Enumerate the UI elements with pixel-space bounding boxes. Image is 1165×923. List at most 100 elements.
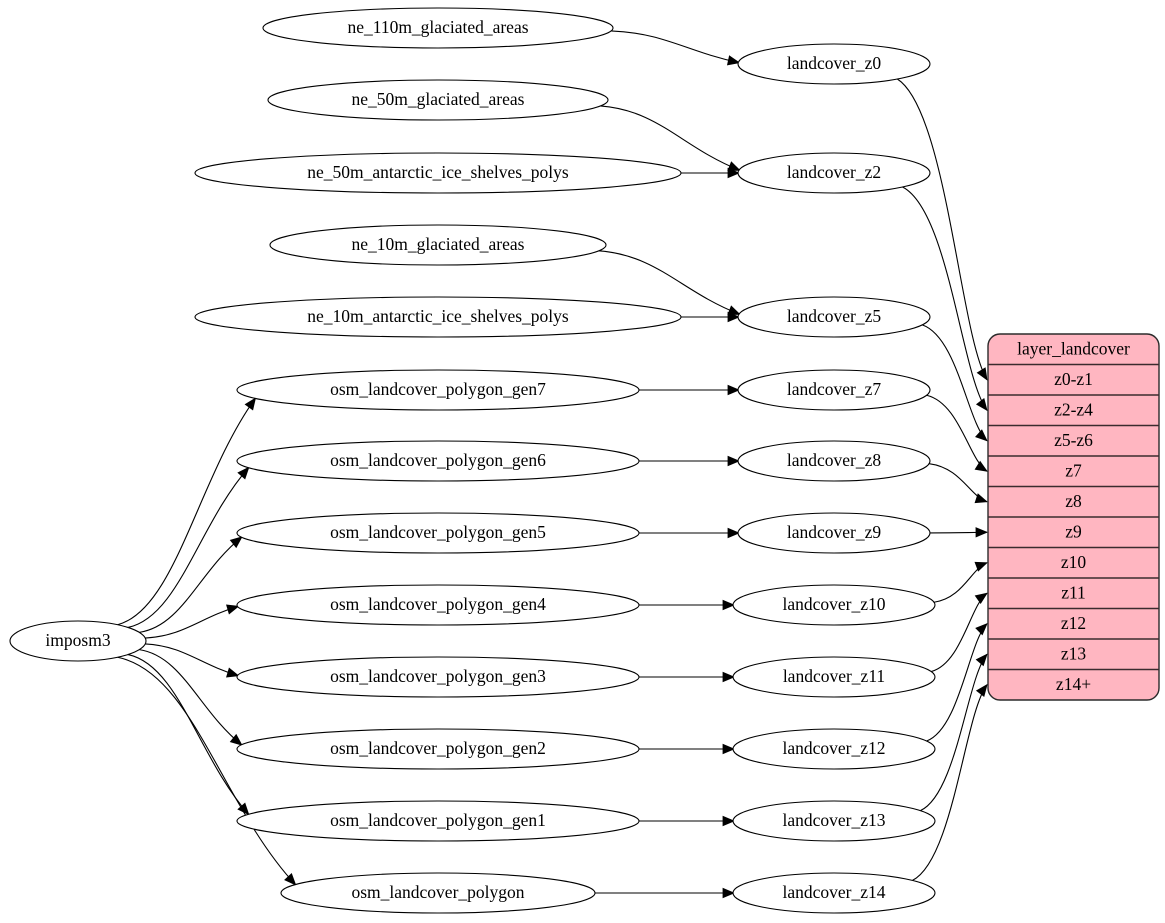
node-shape [194, 296, 682, 338]
node-landcover_z12[interactable]: landcover_z12 [732, 728, 936, 770]
arrow-head [975, 623, 988, 636]
table-row-z9[interactable]: z9 [1065, 521, 1082, 541]
node-label: landcover_z14 [782, 882, 885, 902]
node-landcover_z13[interactable]: landcover_z13 [732, 800, 936, 842]
edge-ne_110m_glaciated_areas-to-landcover_z0 [611, 30, 740, 64]
edge-landcover_z0-to-layer_landcover-z0-z1 [897, 78, 988, 381]
node-shape [267, 79, 609, 121]
node-label: landcover_z2 [787, 162, 881, 182]
node-label: ne_50m_antarctic_ice_shelves_polys [307, 162, 569, 182]
node-osm_landcover_polygon_gen2[interactable]: osm_landcover_polygon_gen2 [236, 728, 640, 770]
arrow-head [975, 653, 988, 667]
node-label: imposm3 [45, 630, 110, 650]
node-label: osm_landcover_polygon_gen3 [330, 666, 546, 686]
node-osm_landcover_polygon_gen6[interactable]: osm_landcover_polygon_gen6 [236, 440, 640, 482]
node-shape [236, 369, 640, 411]
node-ne_110m_glaciated_areas[interactable]: ne_110m_glaciated_areas [262, 7, 614, 49]
node-imposm3[interactable]: imposm3 [9, 620, 147, 662]
node-landcover_z0[interactable]: landcover_z0 [737, 43, 931, 85]
node-label: osm_landcover_polygon_gen4 [330, 594, 546, 614]
node-landcover_z11[interactable]: landcover_z11 [732, 656, 936, 698]
node-ne_50m_antarctic_ice_shelves_polys[interactable]: ne_50m_antarctic_ice_shelves_polys [194, 152, 682, 194]
table-row-z2-z4[interactable]: z2-z4 [1054, 399, 1093, 419]
node-landcover_z9[interactable]: landcover_z9 [737, 512, 931, 554]
node-shape [262, 7, 614, 49]
node-label: osm_landcover_polygon [351, 882, 524, 902]
edge-imposm3-to-osm_landcover_polygon_gen5 [139, 536, 243, 633]
table-row-z12[interactable]: z12 [1061, 613, 1086, 633]
node-shape [732, 584, 936, 626]
arrow-head [244, 397, 257, 411]
edge-imposm3-to-osm_landcover_polygon_gen2 [139, 649, 243, 746]
node-osm_landcover_polygon_gen5[interactable]: osm_landcover_polygon_gen5 [236, 512, 640, 554]
arrow-head [974, 592, 988, 605]
node-shape [236, 440, 640, 482]
table-row-z5-z6[interactable]: z5-z6 [1054, 430, 1093, 450]
node-label: ne_10m_glaciated_areas [352, 234, 525, 254]
arrow-head [226, 667, 240, 678]
node-shape [737, 369, 931, 411]
table-row-z7[interactable]: z7 [1065, 460, 1082, 480]
edge-landcover_z12-to-layer_landcover-z12 [926, 623, 988, 742]
node-shape [236, 512, 640, 554]
table-row-z8[interactable]: z8 [1065, 491, 1082, 511]
arrow-head [975, 429, 988, 442]
node-ne_50m_glaciated_areas[interactable]: ne_50m_glaciated_areas [267, 79, 609, 121]
node-label: landcover_z11 [783, 666, 885, 686]
arrow-head [974, 561, 988, 572]
node-shape [732, 656, 936, 698]
node-label: osm_landcover_polygon_gen7 [330, 379, 546, 399]
table-row-z0-z1[interactable]: z0-z1 [1054, 369, 1093, 389]
arrow-head [726, 55, 741, 66]
arrow-head [976, 367, 988, 381]
arrow-head [975, 398, 988, 412]
edge-imposm3-to-osm_landcover_polygon_gen3 [145, 643, 239, 677]
node-label: osm_landcover_polygon_gen2 [330, 738, 546, 758]
arrow-head [229, 733, 243, 746]
node-osm_landcover_polygon_gen3[interactable]: osm_landcover_polygon_gen3 [236, 656, 640, 698]
edge-imposm3-to-osm_landcover_polygon_gen7 [117, 397, 256, 626]
node-label: landcover_z12 [782, 738, 885, 758]
node-landcover_z10[interactable]: landcover_z10 [732, 584, 936, 626]
node-landcover_z14[interactable]: landcover_z14 [732, 872, 936, 914]
edge-imposm3-to-osm_landcover_polygon_gen6 [127, 467, 250, 629]
table-row-z11[interactable]: z11 [1061, 582, 1086, 602]
node-landcover_z8[interactable]: landcover_z8 [737, 440, 931, 482]
edge-landcover_z2-to-layer_landcover-z2-z4 [902, 186, 988, 411]
arrow-head [975, 683, 988, 697]
arrow-head [727, 384, 741, 396]
node-shape [236, 656, 640, 698]
node-label: landcover_z9 [787, 522, 882, 542]
node-shape [236, 728, 640, 770]
edge-ne_50m_glaciated_areas-to-landcover_z2 [600, 105, 741, 171]
table-row-z10[interactable]: z10 [1061, 552, 1087, 572]
table-header-label: layer_landcover [1017, 338, 1130, 358]
node-shape [737, 512, 931, 554]
node-label: landcover_z10 [782, 594, 885, 614]
nodes-layer: ne_110m_glaciated_areas ne_50m_glaciated_… [9, 7, 936, 914]
node-shape [269, 224, 607, 266]
node-landcover_z5[interactable]: landcover_z5 [737, 296, 931, 338]
node-shape [194, 152, 682, 194]
table-row-z13[interactable]: z13 [1061, 643, 1087, 663]
node-ne_10m_antarctic_ice_shelves_polys[interactable]: ne_10m_antarctic_ice_shelves_polys [194, 296, 682, 338]
node-label: ne_50m_glaciated_areas [352, 89, 525, 109]
node-landcover_z2[interactable]: landcover_z2 [737, 152, 931, 194]
node-shape [737, 296, 931, 338]
node-ne_10m_glaciated_areas[interactable]: ne_10m_glaciated_areas [269, 224, 607, 266]
arrow-head [974, 493, 988, 504]
node-landcover_z7[interactable]: landcover_z7 [737, 369, 931, 411]
node-osm_landcover_polygon_gen7[interactable]: osm_landcover_polygon_gen7 [236, 369, 640, 411]
node-label: osm_landcover_polygon_gen1 [330, 810, 546, 830]
node-label: osm_landcover_polygon_gen6 [330, 450, 546, 470]
node-osm_landcover_polygon_gen4[interactable]: osm_landcover_polygon_gen4 [236, 584, 640, 626]
edge-landcover_z7-to-layer_landcover-z7 [926, 394, 988, 472]
arrow-head [237, 466, 250, 480]
table-row-z14+[interactable]: z14+ [1056, 674, 1091, 694]
node-osm_landcover_polygon[interactable]: osm_landcover_polygon [280, 872, 596, 914]
node-shape [737, 440, 931, 482]
node-shape [236, 584, 640, 626]
node-osm_landcover_polygon_gen1[interactable]: osm_landcover_polygon_gen1 [236, 800, 640, 842]
node-shape [732, 872, 936, 914]
arrow-head [727, 311, 741, 323]
